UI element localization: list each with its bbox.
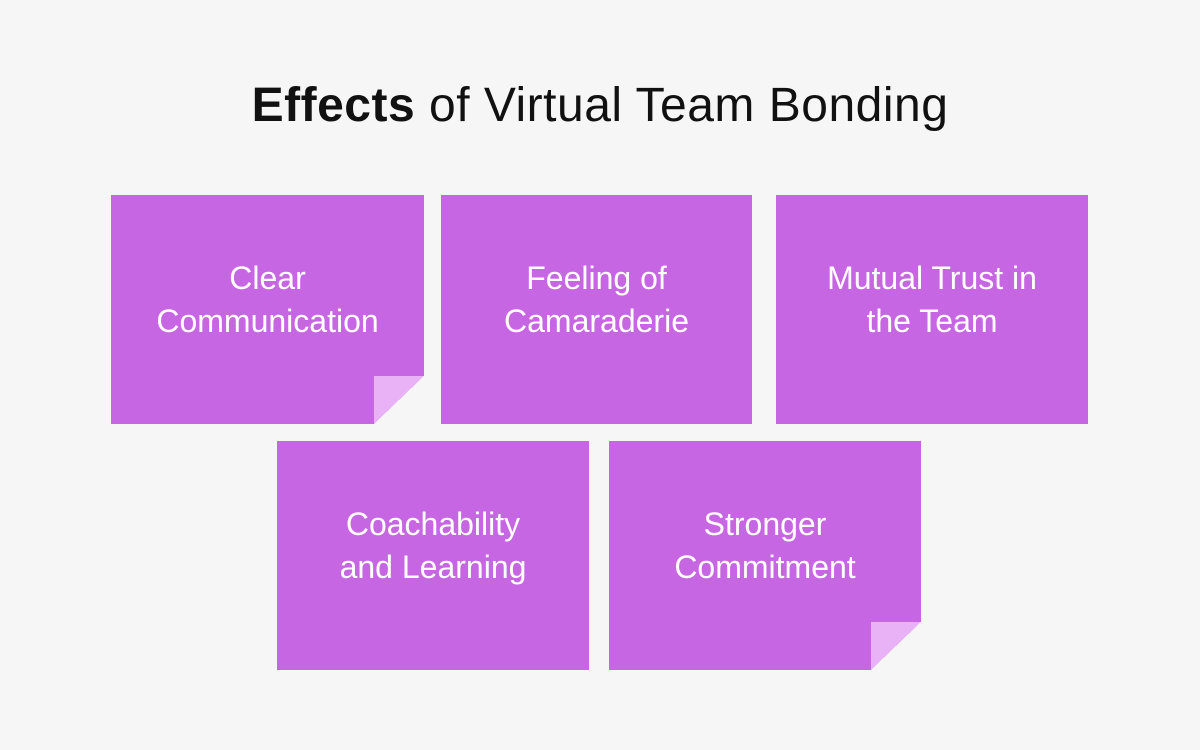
card-mutual-trust: Mutual Trust in the Team — [776, 195, 1088, 424]
folded-corner-icon — [374, 376, 424, 424]
card-line: and Learning — [339, 548, 527, 585]
card-line: Stronger — [703, 505, 827, 542]
card-coachability: Coachability and Learning — [277, 441, 589, 670]
card-line: Communication — [156, 302, 379, 339]
title-rest: of Virtual Team Bonding — [415, 79, 949, 132]
title-bold: Effects — [251, 79, 416, 132]
card-line: Feeling of — [526, 259, 667, 296]
page-title: Effects of Virtual Team Bonding — [0, 78, 1200, 133]
card-feeling-of-camaraderie: Feeling of Camaraderie — [441, 195, 752, 424]
card-line: Commitment — [674, 548, 856, 585]
folded-corner-icon — [871, 622, 921, 670]
card-line: Clear — [229, 259, 306, 296]
card-line: Camaraderie — [504, 302, 689, 339]
card-line: the Team — [866, 302, 998, 339]
card-line: Mutual Trust in — [827, 259, 1037, 296]
card-line: Coachability — [345, 505, 521, 542]
